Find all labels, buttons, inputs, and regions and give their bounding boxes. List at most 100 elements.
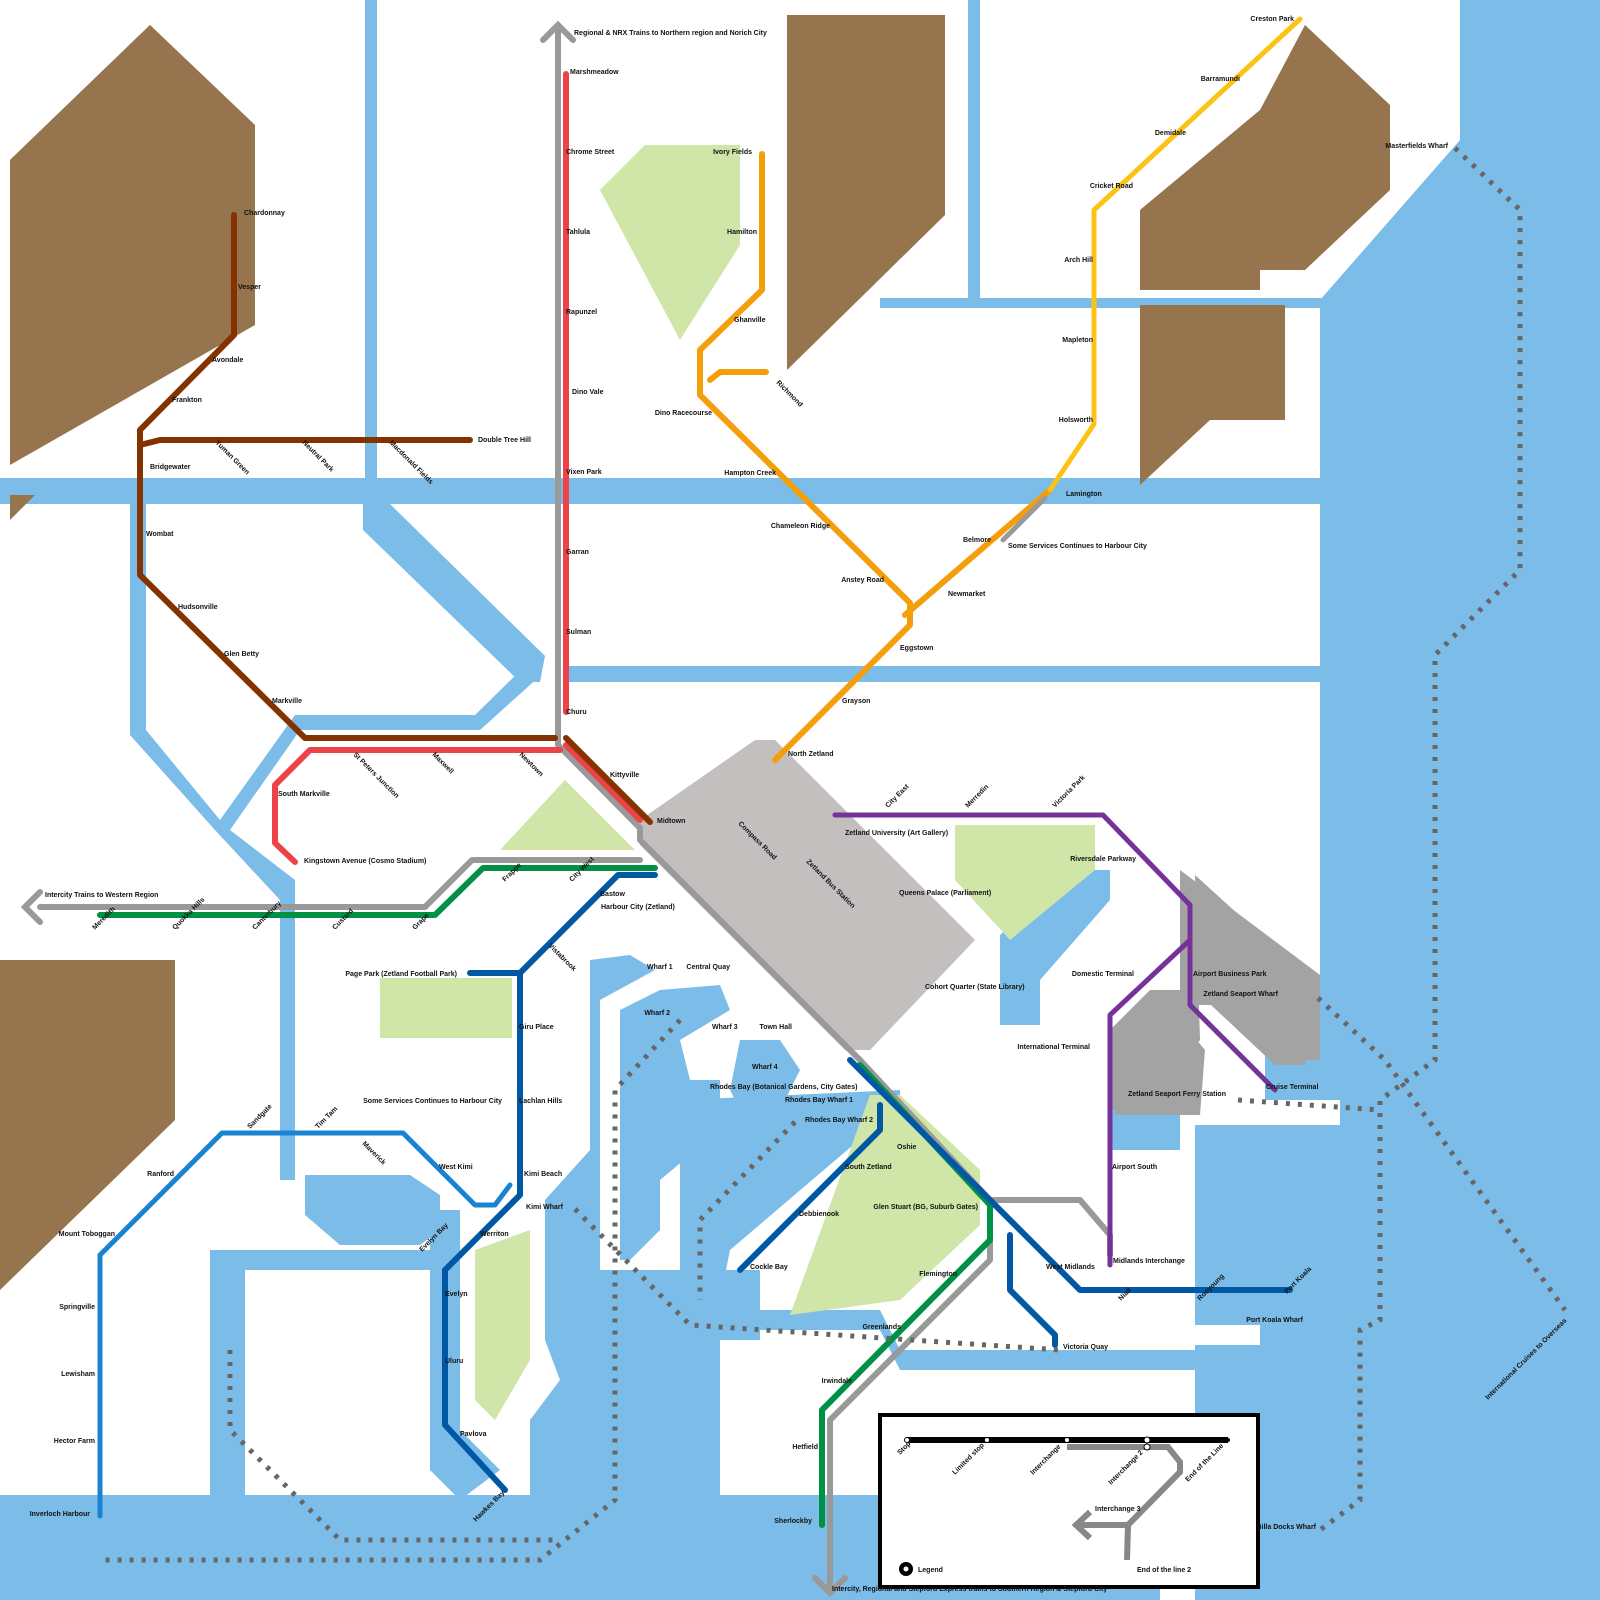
station-label-masterfields-wharf[interactable]: Masterfields Wharf [1385, 143, 1448, 150]
station-label-springville[interactable]: Springville [59, 1304, 95, 1311]
station-label-double-tree-hill[interactable]: Double Tree Hill [478, 437, 531, 444]
station-label-town-hall[interactable]: Town Hall [759, 1024, 792, 1031]
station-label-south-zetland[interactable]: South Zetland [845, 1164, 892, 1171]
station-label-wharf-1[interactable]: Wharf 1 [647, 964, 673, 971]
station-label-vixen-park[interactable]: Vixen Park [566, 469, 602, 476]
station-label-grayson[interactable]: Grayson [842, 698, 870, 705]
station-label-flemington[interactable]: Flemington [919, 1271, 957, 1278]
station-label-marshmeadow[interactable]: Marshmeadow [570, 69, 619, 76]
station-label-creston-park[interactable]: Creston Park [1250, 16, 1294, 23]
station-label-victoria-quay[interactable]: Victoria Quay [1063, 1344, 1108, 1351]
station-label-giru-place[interactable]: Giru Place [519, 1024, 554, 1031]
station-label-eggstown[interactable]: Eggstown [900, 645, 933, 652]
station-label-zetland-seaport-ferry-station[interactable]: Zetland Seaport Ferry Station [1128, 1091, 1226, 1098]
station-label-harbour-city-zetland[interactable]: Harbour City (Zetland) [601, 904, 675, 911]
station-label-sherlockby[interactable]: Sherlockby [774, 1518, 812, 1525]
station-label-mount-toboggan[interactable]: Mount Toboggan [59, 1231, 115, 1238]
station-label-belmore[interactable]: Belmore [963, 537, 991, 544]
station-label-wharf-4[interactable]: Wharf 4 [752, 1064, 778, 1071]
station-label-some-services-continues-to-harbour-city[interactable]: Some Services Continues to Harbour City [363, 1098, 502, 1105]
station-label-werriton[interactable]: Werriton [480, 1231, 509, 1238]
station-label-zetland-seaport-wharf[interactable]: Zetland Seaport Wharf [1203, 991, 1278, 998]
station-label-port-koala-wharf[interactable]: Port Koala Wharf [1246, 1317, 1303, 1324]
station-label-zetland-university-art-gallery[interactable]: Zetland University (Art Gallery) [845, 830, 948, 837]
station-label-west-midlands[interactable]: West Midlands [1046, 1264, 1095, 1271]
station-label-some-services-continues-to-harbour-city[interactable]: Some Services Continues to Harbour City [1008, 543, 1147, 550]
station-label-bastow[interactable]: Bastow [600, 891, 625, 898]
station-label-wombat[interactable]: Wombat [146, 531, 174, 538]
station-label-hetfield[interactable]: Hetfield [792, 1444, 818, 1451]
station-label-pavlova[interactable]: Pavlova [460, 1431, 487, 1438]
station-label-page-park-zetland-football-park[interactable]: Page Park (Zetland Football Park) [345, 971, 457, 978]
station-label-newmarket[interactable]: Newmarket [948, 591, 986, 598]
station-label-wharf-2[interactable]: Wharf 2 [644, 1010, 670, 1017]
station-label-inverloch-harbour[interactable]: Inverloch Harbour [30, 1511, 91, 1518]
station-label-chrome-street[interactable]: Chrome Street [566, 149, 615, 156]
station-label-ranford[interactable]: Ranford [147, 1171, 174, 1178]
station-label-garran[interactable]: Garran [566, 549, 589, 556]
station-label-hudsonville[interactable]: Hudsonville [178, 604, 218, 611]
station-label-cruise-terminal[interactable]: Cruise Terminal [1266, 1084, 1318, 1091]
station-label-arch-hill[interactable]: Arch Hill [1064, 257, 1093, 264]
station-label-central-quay[interactable]: Central Quay [686, 964, 730, 971]
station-label-debbienook[interactable]: Debbienook [799, 1211, 839, 1218]
station-label-markville[interactable]: Markville [272, 698, 302, 705]
station-label-wharf-3[interactable]: Wharf 3 [712, 1024, 738, 1031]
station-label-kimi-wharf[interactable]: Kimi Wharf [526, 1204, 564, 1211]
station-label-north-zetland[interactable]: North Zetland [788, 751, 834, 758]
station-label-sulman[interactable]: Sulman [566, 629, 591, 636]
station-label-intercity-regional-and-stepford-express-trains-to-southern-region-stepford-city[interactable]: Intercity, Regional and Stepford Express… [832, 1586, 1107, 1593]
station-label-glen-stuart-bg-suburb-gates[interactable]: Glen Stuart (BG, Suburb Gates) [873, 1204, 978, 1211]
station-label-regional-nrx-trains-to-northern-region-and-norich-city[interactable]: Regional & NRX Trains to Northern region… [574, 30, 767, 37]
station-label-domestic-terminal[interactable]: Domestic Terminal [1072, 971, 1134, 978]
station-label-hamilton[interactable]: Hamilton [727, 229, 757, 236]
station-label-mapleton[interactable]: Mapleton [1062, 337, 1093, 344]
station-label-ivory-fields[interactable]: Ivory Fields [713, 149, 752, 156]
station-label-south-markville[interactable]: South Markville [278, 791, 330, 798]
station-label-frankton[interactable]: Frankton [172, 397, 202, 404]
station-label-rapunzel[interactable]: Rapunzel [566, 309, 597, 316]
station-label-rhodes-bay-wharf-2[interactable]: Rhodes Bay Wharf 2 [805, 1117, 873, 1124]
station-label-billa-docks-wharf[interactable]: Billa Docks Wharf [1256, 1524, 1316, 1531]
station-label-vesper[interactable]: Vesper [238, 284, 261, 291]
station-label-chardonnay[interactable]: Chardonnay [244, 210, 285, 217]
station-label-ghanville[interactable]: Ghanville [734, 317, 766, 324]
station-label-hector-farm[interactable]: Hector Farm [54, 1438, 95, 1445]
station-label-intercity-trains-to-western-region[interactable]: Intercity Trains to Western Region [45, 892, 158, 899]
station-label-kittyville[interactable]: Kittyville [610, 772, 639, 779]
station-label-lewisham[interactable]: Lewisham [61, 1371, 95, 1378]
station-label-dino-vale[interactable]: Dino Vale [572, 389, 604, 396]
station-label-airport-business-park[interactable]: Airport Business Park [1193, 971, 1267, 978]
station-label-kimi-beach[interactable]: Kimi Beach [524, 1171, 562, 1178]
station-label-cricket-road[interactable]: Cricket Road [1090, 183, 1133, 190]
station-label-churu[interactable]: Churu [566, 709, 587, 716]
station-label-international-terminal[interactable]: International Terminal [1017, 1044, 1090, 1051]
station-label-rhodes-bay-botanical-gardens-city-gates[interactable]: Rhodes Bay (Botanical Gardens, City Gate… [710, 1084, 857, 1091]
station-label-anstey-road[interactable]: Anstey Road [841, 577, 884, 584]
station-label-lachlan-hills[interactable]: Lachlan Hills [519, 1098, 562, 1105]
station-label-bridgewater[interactable]: Bridgewater [150, 464, 191, 471]
station-label-lamington[interactable]: Lamington [1066, 491, 1102, 498]
station-label-midtown[interactable]: Midtown [657, 818, 685, 825]
station-label-irwindale[interactable]: Irwindale [822, 1378, 852, 1385]
station-label-queens-palace-parliament[interactable]: Queens Palace (Parliament) [899, 890, 991, 897]
station-label-riversdale-parkway[interactable]: Riversdale Parkway [1070, 856, 1136, 863]
station-label-avondale[interactable]: Avondale [212, 357, 243, 364]
station-label-holsworth[interactable]: Holsworth [1059, 417, 1093, 424]
station-label-west-kimi[interactable]: West Kimi [439, 1164, 473, 1171]
station-label-cohort-quarter-state-library[interactable]: Cohort Quarter (State Library) [925, 984, 1025, 991]
station-label-greenlands[interactable]: Greenlands [862, 1324, 901, 1331]
station-label-rhodes-bay-wharf-1[interactable]: Rhodes Bay Wharf 1 [785, 1097, 853, 1104]
station-label-tahlula[interactable]: Tahlula [566, 229, 590, 236]
station-label-cockle-bay[interactable]: Cockle Bay [750, 1264, 788, 1271]
station-label-chameleon-ridge[interactable]: Chameleon Ridge [771, 523, 830, 530]
station-label-evelyn[interactable]: Evelyn [445, 1291, 468, 1298]
station-label-oshie[interactable]: Oshie [897, 1144, 917, 1151]
station-label-barramundi[interactable]: Barramundi [1201, 76, 1240, 83]
station-label-demidale[interactable]: Demidale [1155, 130, 1186, 137]
station-label-hampton-creek[interactable]: Hampton Creek [724, 470, 776, 477]
station-label-midlands-interchange[interactable]: Midlands Interchange [1113, 1258, 1185, 1265]
station-label-kingstown-avenue-cosmo-stadium[interactable]: Kingstown Avenue (Cosmo Stadium) [304, 858, 426, 865]
station-label-dino-racecourse[interactable]: Dino Racecourse [655, 410, 712, 417]
station-label-glen-betty[interactable]: Glen Betty [224, 651, 259, 658]
